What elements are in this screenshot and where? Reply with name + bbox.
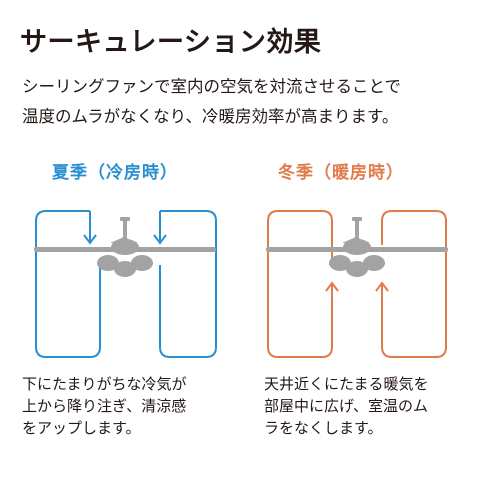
winter-caption-line-3: ラをなくします。 xyxy=(264,419,383,437)
summer-caption: 下にたまりがちな冷気が 上から降り注ぎ、清涼感 をアップします。 xyxy=(22,373,187,439)
summer-ceiling-fan-icon xyxy=(34,217,216,277)
intro-line-2: 温度のムラがなくなり、冷暖房効率が高まります。 xyxy=(22,107,399,126)
summer-right-airflow xyxy=(159,210,217,358)
summer-caption-line-3: をアップします。 xyxy=(22,419,141,437)
winter-up-arrow-left-head xyxy=(325,281,339,292)
summer-label: 夏季（冷房時） xyxy=(52,163,178,183)
summer-caption-line-1: 下にたまりがちな冷気が xyxy=(22,375,187,393)
summer-airflow-diagram xyxy=(34,210,217,358)
summer-down-arrow-right-head xyxy=(153,234,167,245)
winter-caption-line-2: 部屋中に広げ、室温のム xyxy=(264,397,428,415)
winter-right-airflow xyxy=(381,210,447,358)
summer-caption-line-2: 上から降り注ぎ、清涼感 xyxy=(22,397,187,415)
winter-airflow-diagram xyxy=(266,210,448,358)
winter-ceiling-fan-icon xyxy=(266,217,448,277)
winter-caption: 天井近くにたまる暖気を 部屋中に広げ、室温のム ラをなくします。 xyxy=(264,373,429,439)
intro-text: シーリングファンで室内の空気を対流させることで 温度のムラがなくなり、冷暖房効率… xyxy=(22,72,462,132)
summer-left-airflow xyxy=(35,210,101,358)
winter-caption-line-1: 天井近くにたまる暖気を xyxy=(264,375,429,393)
winter-up-arrow-right-head xyxy=(375,281,389,292)
page-title: サーキュレーション効果 xyxy=(20,27,322,58)
summer-down-arrow-left-head xyxy=(83,234,97,245)
winter-left-airflow xyxy=(267,210,333,358)
intro-line-1: シーリングファンで室内の空気を対流させることで xyxy=(22,77,402,96)
winter-label: 冬季（暖房時） xyxy=(278,163,404,183)
